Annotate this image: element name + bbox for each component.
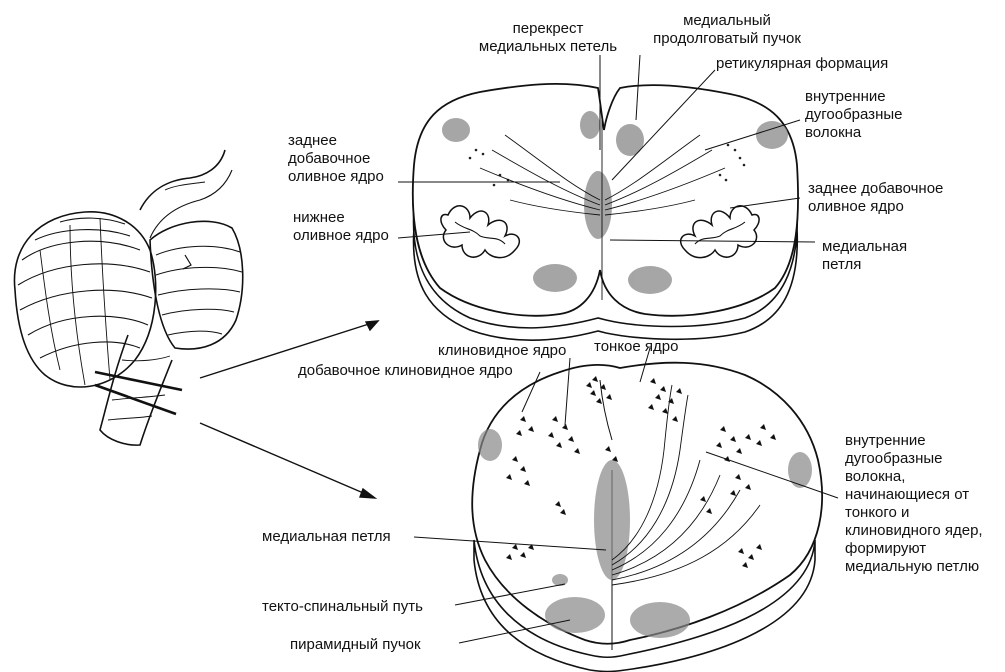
label-posterior-accessory-olive-right: заднее добавочное оливное ядро <box>808 180 943 216</box>
label-cuneate-nucleus: клиновидное ядро <box>438 342 566 360</box>
label-internal-arcuate-fibers-lower: внутренние дугообразные волокна, начинаю… <box>845 432 983 576</box>
label-medial-longitudinal-fasciculus: медиальный продолговатый пучок <box>638 12 816 48</box>
label-pyramidal-tract: пирамидный пучок <box>290 636 421 654</box>
section-line-lower <box>95 385 176 414</box>
label-medial-lemniscus-lower: медиальная петля <box>262 528 391 546</box>
label-reticular-formation: ретикулярная формация <box>716 55 888 73</box>
pons-outline <box>150 221 243 349</box>
label-posterior-accessory-olive-left: заднее добавочное оливное ядро <box>288 132 384 186</box>
label-inferior-olive: нижнее оливное ядро <box>293 209 389 245</box>
brainstem-illustration <box>14 150 242 445</box>
label-medial-lemniscus-upper: медиальная петля <box>822 238 907 274</box>
upper-section-olive-level <box>413 84 798 340</box>
label-tectospinal-tract: текто-спинальный путь <box>262 598 423 616</box>
lower-section-closed-medulla <box>472 363 822 672</box>
pointer-arrows <box>200 321 378 498</box>
label-gracile-nucleus: тонкое ядро <box>594 338 678 356</box>
label-decussation-medial-lemniscus: перекрест медиальных петель <box>468 20 628 56</box>
label-internal-arcuate-fibers-upper: внутренние дугообразные волокна <box>805 88 902 142</box>
label-accessory-cuneate-nucleus: добавочное клиновидное ядро <box>298 362 513 380</box>
